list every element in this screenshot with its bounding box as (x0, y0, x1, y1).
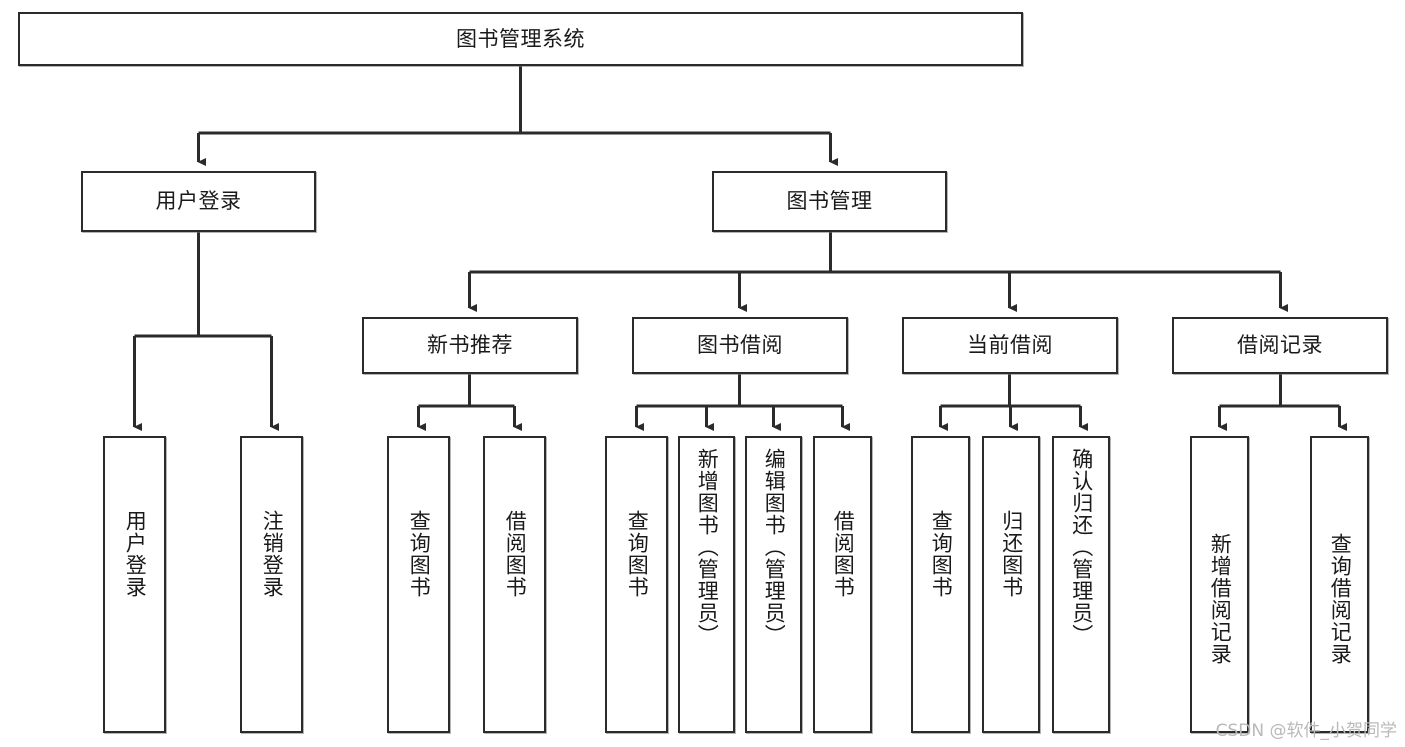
node-book-borrow[interactable]: 图书借阅 (632, 317, 848, 374)
node-nbr-borrow-book[interactable]: 借阅图书 (483, 436, 546, 733)
node-cb-return-book-label: 归还图书 (999, 510, 1024, 598)
node-bb-query-book[interactable]: 查询图书 (605, 436, 668, 733)
node-br-add-record-label: 新增借阅记录 (1208, 533, 1233, 665)
node-br-add-record[interactable]: 新增借阅记录 (1190, 436, 1249, 733)
node-bb-add-book-label: 新增图书（管理员） (695, 448, 720, 646)
node-bb-query-book-label: 查询图书 (625, 510, 650, 598)
node-current-borrow-label: 当前借阅 (967, 333, 1053, 358)
node-user-login-label: 用户登录 (155, 189, 242, 214)
node-cb-confirm-return-label: 确认归还（管理员） (1069, 448, 1094, 646)
node-cb-return-book[interactable]: 归还图书 (982, 436, 1040, 733)
node-new-book-recommend[interactable]: 新书推荐 (362, 317, 578, 374)
node-current-borrow[interactable]: 当前借阅 (902, 317, 1118, 374)
node-bb-borrow-book[interactable]: 借阅图书 (813, 436, 872, 733)
node-bb-edit-book-label: 编辑图书（管理员） (762, 448, 787, 646)
node-cb-confirm-return[interactable]: 确认归还（管理员） (1052, 436, 1110, 733)
node-user-login[interactable]: 用户登录 (81, 171, 316, 232)
node-nbr-borrow-book-label: 借阅图书 (503, 510, 528, 598)
node-br-query-record-label: 查询借阅记录 (1328, 533, 1353, 665)
node-book-management-label: 图书管理 (786, 189, 873, 214)
csdn-watermark: CSDN @软件_小贺同学 (1215, 721, 1397, 741)
node-book-management[interactable]: 图书管理 (712, 171, 947, 232)
node-bb-borrow-book-label: 借阅图书 (831, 510, 856, 598)
node-cb-query-book-label: 查询图书 (929, 510, 954, 598)
node-user-logout-leaf-label: 注销登录 (260, 510, 285, 598)
node-nbr-query-book[interactable]: 查询图书 (387, 436, 450, 733)
node-user-login-leaf[interactable]: 用户登录 (103, 436, 166, 733)
node-new-book-recommend-label: 新书推荐 (427, 333, 513, 358)
node-borrow-record-label: 借阅记录 (1237, 333, 1323, 358)
node-user-logout-leaf[interactable]: 注销登录 (240, 436, 303, 733)
node-br-query-record[interactable]: 查询借阅记录 (1310, 436, 1369, 733)
node-nbr-query-book-label: 查询图书 (407, 510, 432, 598)
node-bb-edit-book[interactable]: 编辑图书（管理员） (745, 436, 802, 733)
node-borrow-record[interactable]: 借阅记录 (1172, 317, 1388, 374)
node-user-login-leaf-label: 用户登录 (123, 510, 148, 598)
node-bb-add-book[interactable]: 新增图书（管理员） (678, 436, 735, 733)
node-root[interactable]: 图书管理系统 (18, 12, 1023, 66)
node-root-label: 图书管理系统 (456, 26, 585, 51)
node-cb-query-book[interactable]: 查询图书 (911, 436, 970, 733)
node-book-borrow-label: 图书借阅 (697, 333, 783, 358)
